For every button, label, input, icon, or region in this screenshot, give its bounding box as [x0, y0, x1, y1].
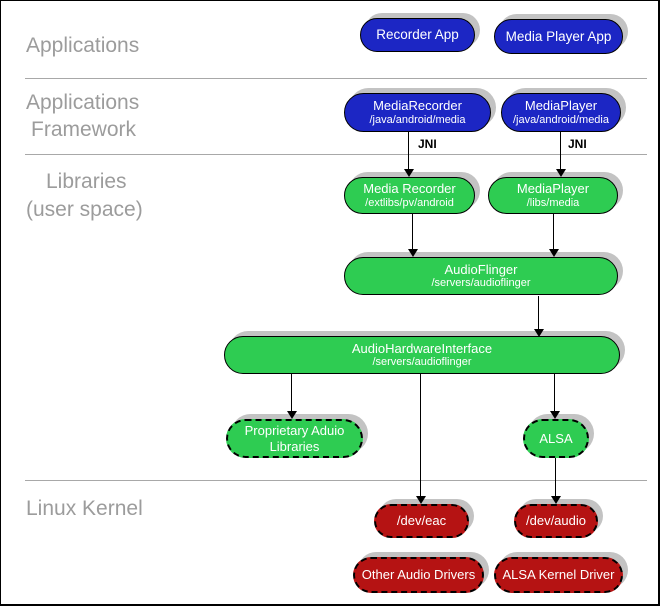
- arrow-mediaplayer-to-audioflinger: [549, 214, 559, 257]
- divider-libraries-kernel: [25, 480, 647, 481]
- node-label: Recorder App: [376, 27, 459, 43]
- node-alsa-kernel-driver: ALSA Kernel Driver: [494, 557, 623, 593]
- node-media-recorder-lib: Media Recorder /extlibs/pv/android: [344, 177, 475, 214]
- node-audiohardwareinterface: AudioHardwareInterface /servers/audiofli…: [224, 336, 620, 374]
- node-path: /java/android/media: [369, 113, 466, 126]
- arrow-ahi-to-proprietary: [287, 374, 297, 419]
- node-label: MediaRecorder: [373, 98, 462, 114]
- node-mediaplayer-framework: MediaPlayer /java/android/media: [501, 93, 621, 132]
- layer-label-text: Framework: [31, 118, 137, 141]
- node-label-line2: Libraries: [269, 438, 320, 454]
- divider-framework-libraries: [25, 154, 647, 155]
- node-label: AudioFlinger: [444, 261, 518, 277]
- node-dev-audio: /dev/audio: [514, 504, 598, 538]
- layer-label-text: (user space): [26, 198, 143, 221]
- node-media-player-app: Media Player App: [494, 19, 623, 54]
- node-label: MediaPlayer: [524, 98, 598, 114]
- arrow-alsa-to-dev-audio: [551, 458, 561, 504]
- node-path: /servers/audioflinger: [431, 277, 531, 290]
- layer-label-text: Linux Kernel: [26, 497, 143, 520]
- arrow-audioflinger-to-ahi: [534, 296, 544, 337]
- node-label: ALSA Kernel Driver: [502, 567, 615, 583]
- node-mediaplayer-lib: MediaPlayer /libs/media: [488, 177, 618, 214]
- node-label: AudioHardwareInterface: [351, 340, 493, 356]
- node-label: ALSA: [539, 430, 573, 446]
- arrow-mediarecorder-jni: [404, 132, 414, 177]
- node-recorder-app: Recorder App: [360, 18, 475, 52]
- node-label: Proprietary Aduio: [244, 423, 345, 439]
- arrow-ahi-to-dev-eac: [416, 374, 426, 504]
- layer-label-linux-kernel: Linux Kernel: [26, 495, 143, 522]
- node-label: /dev/eac: [396, 513, 447, 529]
- layer-label-text: Applications: [26, 91, 140, 114]
- node-label: Other Audio Drivers: [361, 567, 476, 583]
- layer-label-applications: Applications: [26, 32, 139, 59]
- jni-label-left: JNI: [418, 137, 437, 151]
- node-label: Media Recorder: [363, 181, 456, 197]
- node-other-audio-drivers: Other Audio Drivers: [353, 557, 484, 593]
- node-path: /extlibs/pv/android: [365, 196, 454, 209]
- layer-label-text: Applications: [26, 34, 140, 57]
- node-path: /libs/media: [526, 196, 580, 209]
- node-mediarecorder-framework: MediaRecorder /java/android/media: [344, 93, 491, 132]
- node-label: /dev/audio: [526, 513, 586, 529]
- layer-label-text: Libraries: [46, 170, 127, 193]
- node-proprietary-audio-libraries: Proprietary Aduio Libraries: [226, 419, 363, 458]
- arrow-ahi-to-alsa: [550, 374, 560, 419]
- node-label: Media Player App: [505, 28, 612, 44]
- jni-label-right: JNI: [568, 137, 587, 151]
- arrow-mediarecorder-to-audioflinger: [408, 214, 418, 257]
- node-alsa: ALSA: [523, 419, 589, 458]
- node-path: /java/android/media: [512, 113, 609, 126]
- divider-applications-framework: [25, 78, 647, 79]
- arrow-mediaplayer-jni: [556, 132, 566, 177]
- node-path: /servers/audioflinger: [372, 356, 472, 369]
- layer-label-libraries: Libraries (user space): [26, 168, 143, 224]
- node-audioflinger: AudioFlinger /servers/audioflinger: [344, 257, 618, 295]
- node-dev-eac: /dev/eac: [374, 504, 469, 538]
- node-label: MediaPlayer: [516, 181, 590, 197]
